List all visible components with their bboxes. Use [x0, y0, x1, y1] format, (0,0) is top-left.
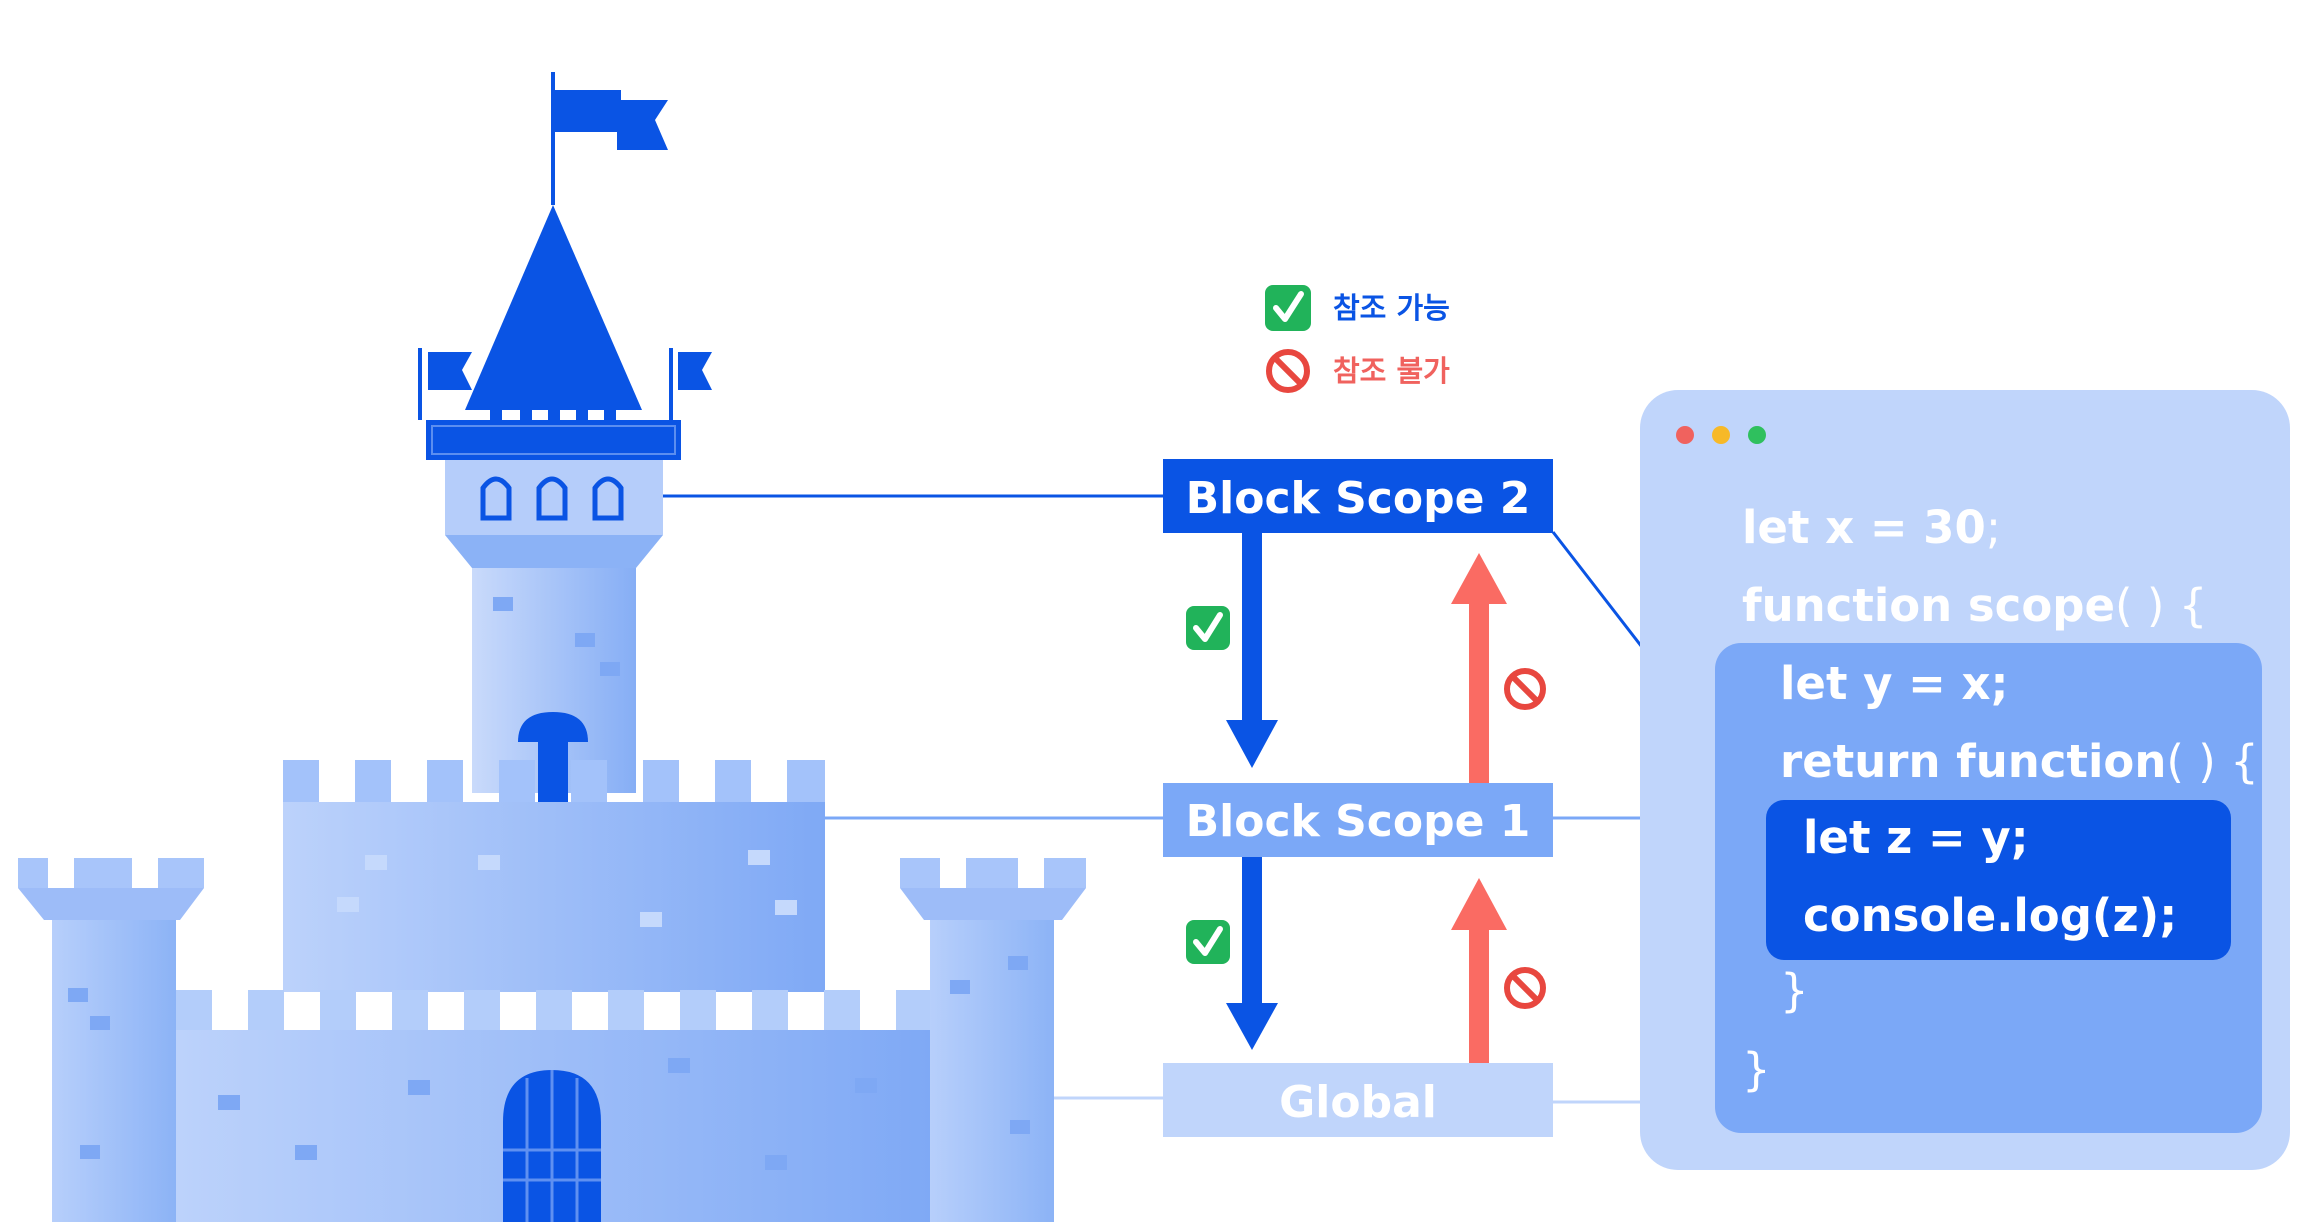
castle-illustration	[18, 72, 1086, 1222]
scope-box-global: Global	[1163, 1063, 1553, 1137]
legend-accessible-label: 참조 가능	[1333, 291, 1450, 325]
check-mark-icon	[1186, 920, 1230, 964]
small-flag-left-icon	[418, 348, 472, 420]
yellow-dot-icon	[1712, 426, 1730, 444]
prohibited-icon	[1266, 349, 1310, 393]
arrow-up-block1-to-block2	[1451, 553, 1507, 783]
scope-box-block-1: Block Scope 1	[1163, 783, 1553, 857]
check-mark-icon	[1265, 285, 1311, 331]
red-dot-icon	[1676, 426, 1694, 444]
scope-label-block-2: Block Scope 2	[1186, 473, 1531, 524]
code-line-middle-closing: }	[1780, 964, 1809, 1017]
legend-blocked-label: 참조 불가	[1333, 354, 1450, 388]
code-line-outer-2: function scope( ) {	[1742, 579, 2207, 632]
castle-gate	[503, 1070, 601, 1222]
legend: 참조 가능 참조 불가	[1265, 285, 1450, 393]
code-line-inner-2: console.log(z);	[1803, 889, 2177, 942]
left-side-tower	[18, 858, 204, 1222]
green-dot-icon	[1748, 426, 1766, 444]
prohibited-icon	[1504, 967, 1546, 1009]
flag-icon	[551, 72, 668, 205]
code-line-inner-1: let z = y;	[1803, 811, 2029, 864]
arrow-up-global-to-block1	[1451, 878, 1507, 1063]
prohibited-icon	[1504, 668, 1546, 710]
code-window: let x = 30; function scope( ) { let y = …	[1640, 390, 2290, 1170]
arrow-down-block1-to-global	[1226, 857, 1278, 1050]
code-line-middle-2: return function( ) {	[1780, 735, 2259, 788]
small-flag-right-icon	[669, 348, 712, 420]
code-line-outer-closing: }	[1742, 1043, 1771, 1096]
check-mark-icon	[1186, 606, 1230, 650]
code-line-outer-1: let x = 30;	[1742, 501, 2001, 554]
inner-scope-panel	[1766, 800, 2231, 960]
scope-label-global: Global	[1279, 1077, 1437, 1128]
right-side-tower	[900, 858, 1086, 1222]
arrow-down-block2-to-block1	[1226, 533, 1278, 768]
code-line-middle-1: let y = x;	[1780, 657, 2009, 710]
scope-box-block-2: Block Scope 2	[1163, 459, 1553, 533]
scope-label-block-1: Block Scope 1	[1186, 796, 1531, 847]
